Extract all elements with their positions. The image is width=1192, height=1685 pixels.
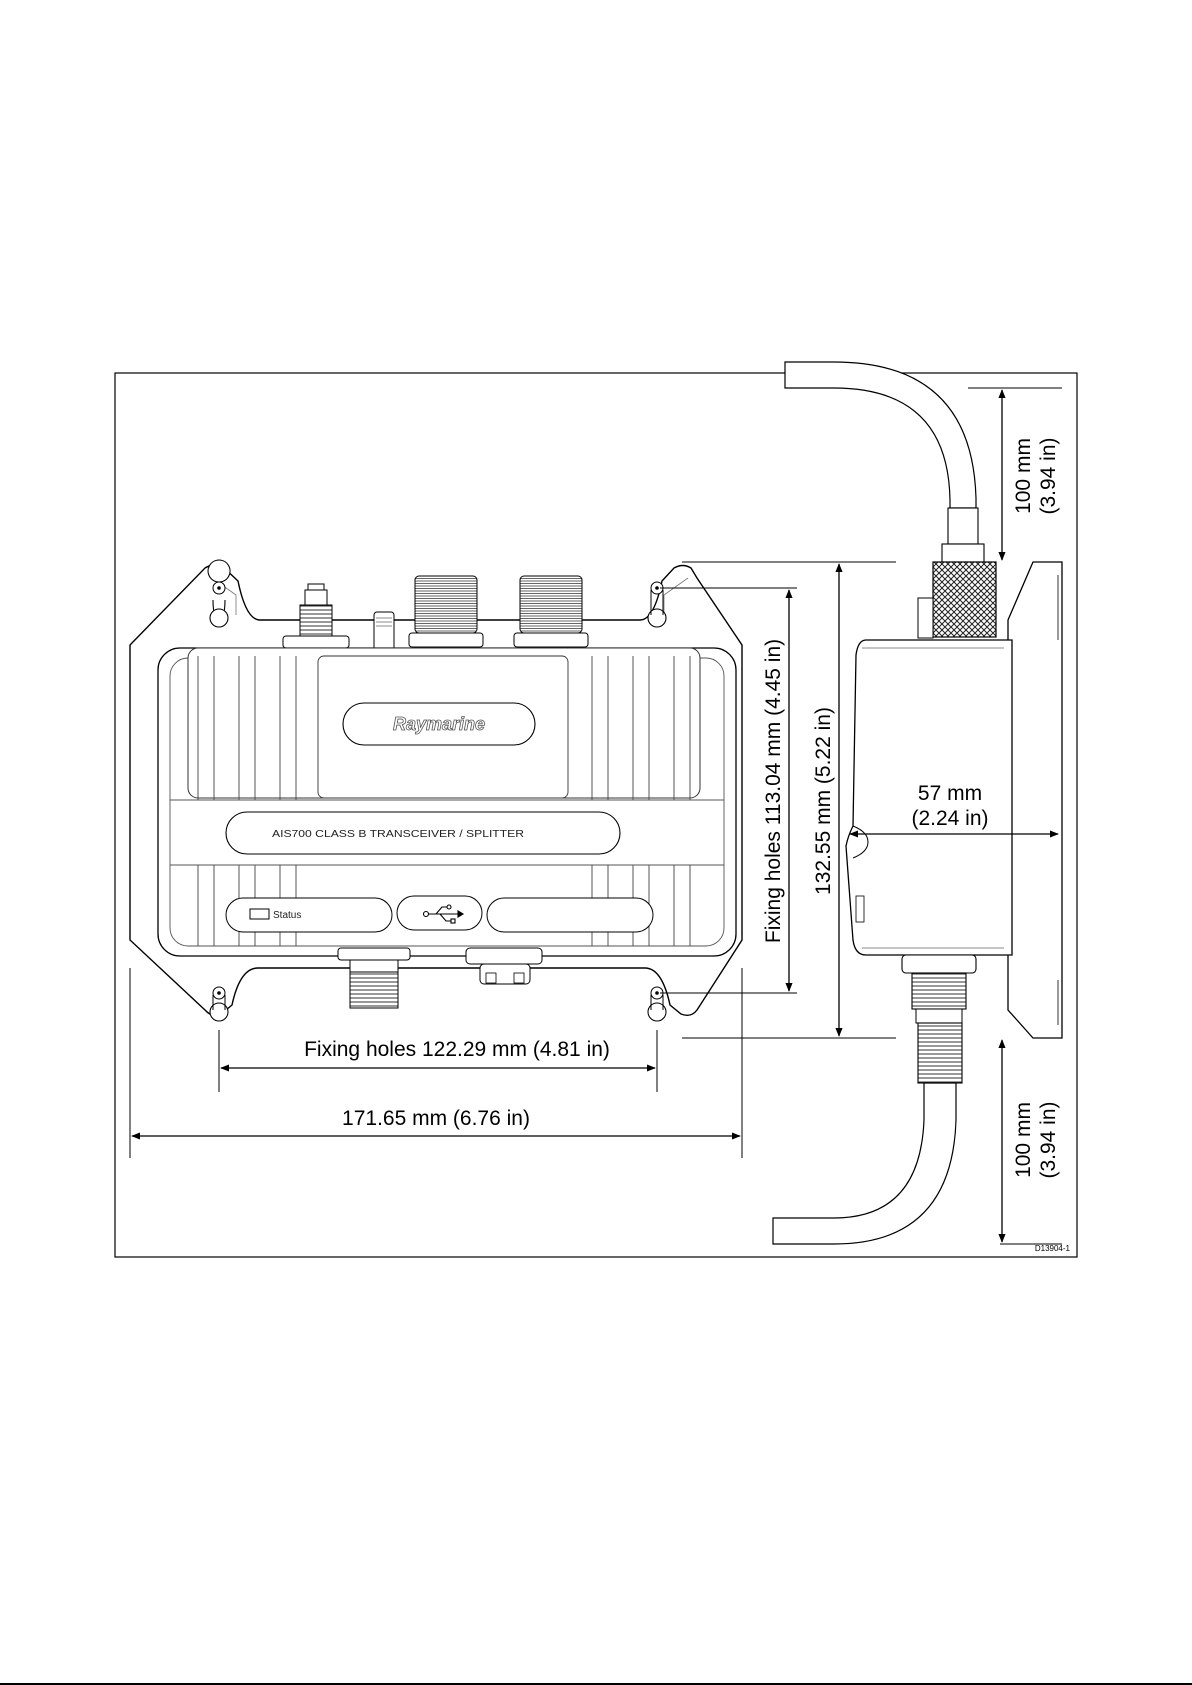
- top-cable: [785, 362, 976, 508]
- overall-height-label: 132.55 mm (5.22 in): [812, 707, 835, 895]
- bottom-clearance-label-in: (3.94 in): [1037, 1101, 1060, 1178]
- gps-connector: [283, 584, 349, 648]
- vhf-connector-1: [409, 576, 483, 647]
- keyhole-slot-bottom-left: [210, 987, 228, 1021]
- bottom-strain-relief: [918, 1023, 962, 1083]
- top-clearance-label-mm: 100 mm: [1012, 438, 1035, 514]
- model-label: AIS700 CLASS B TRANSCEIVER / SPLITTER: [272, 829, 524, 840]
- front-view: Raymarine AIS700 CLASS B TRANSCEIVER / S…: [130, 560, 742, 1021]
- brand-logo: Raymarine: [393, 714, 485, 734]
- top-clearance-label-in: (3.94 in): [1037, 437, 1060, 514]
- depth-label-mm: 57 mm: [918, 782, 982, 805]
- usb-pod: [397, 896, 482, 930]
- top-knurled-nut: [933, 562, 996, 637]
- status-led: [250, 909, 269, 919]
- vhf-connector-2: [514, 576, 588, 647]
- drawing-id: D13904-1: [1035, 1244, 1071, 1253]
- blank-pod: [487, 898, 653, 932]
- fixing-holes-horizontal-label: Fixing holes 122.29 mm (4.81 in): [304, 1038, 610, 1061]
- overall-width-label: 171.65 mm (6.76 in): [342, 1107, 530, 1130]
- antenna-stub: [374, 612, 394, 650]
- depth-label-in: (2.24 in): [911, 807, 988, 830]
- bottom-clearance-label-mm: 100 mm: [1012, 1102, 1035, 1178]
- keyhole-slot-bottom-right: [648, 987, 666, 1021]
- status-label: Status: [273, 910, 301, 921]
- fixing-holes-vertical-label: Fixing holes 113.04 mm (4.45 in): [762, 639, 785, 943]
- bottom-gland: [912, 973, 966, 1009]
- side-mount-plate: [1008, 562, 1062, 1038]
- bottom-cable: [773, 1083, 956, 1244]
- nmea-connector: [338, 948, 410, 1008]
